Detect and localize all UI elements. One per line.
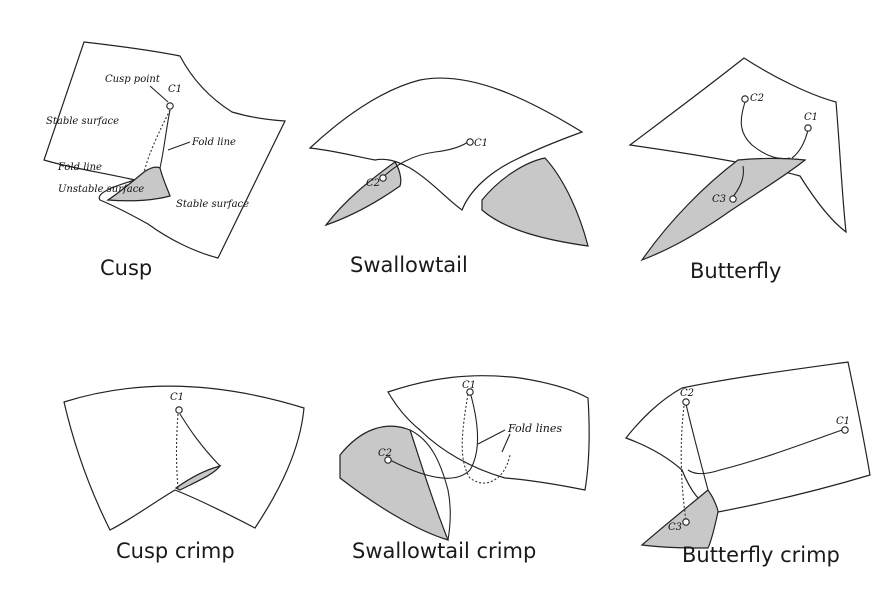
- butterfly-crimp-c3-point: [682, 518, 690, 526]
- swallowtail-crimp-leader-1: [477, 429, 506, 445]
- butterfly-crimp-surface: [625, 361, 871, 513]
- butterfly-crimp-label-c2: C2: [680, 388, 694, 399]
- butterfly-c2-curve: [740, 101, 791, 160]
- swallowtail-crimp-caption: Swallowtail crimp: [352, 539, 536, 563]
- cusp-diagram: Cusp point C1 Stable surface Fold line F…: [43, 41, 286, 280]
- butterfly-crimp-caption: Butterfly crimp: [682, 543, 840, 567]
- butterfly-c2-point: [741, 95, 749, 103]
- swallowtail-crimp-front-edge: [409, 429, 451, 541]
- cusp-leader-fold: [167, 141, 191, 151]
- swallowtail-c1-point: [466, 138, 474, 146]
- swallowtail-surface: [308, 77, 584, 211]
- butterfly-caption: Butterfly: [690, 259, 781, 283]
- swallowtail-crimp-c2-point: [384, 456, 392, 464]
- swallowtail-label-c1: C1: [474, 138, 488, 149]
- butterfly-crimp-label-c3: C3: [668, 522, 682, 533]
- butterfly-label-c1: C1: [804, 112, 818, 123]
- cusp-label-fold-right: Fold line: [191, 137, 236, 148]
- butterfly-c1-curve: [791, 129, 809, 159]
- cusp-fold-line-dashed: [143, 109, 171, 173]
- butterfly-label-c3: C3: [712, 194, 726, 205]
- butterfly-crimp-c1-curve: [687, 429, 843, 475]
- cusp-leader-cusp-point: [149, 85, 169, 103]
- swallowtail-crimp-leader-2: [501, 433, 511, 453]
- butterfly-crimp-fold-shade: [640, 489, 719, 549]
- butterfly-fold-region: [640, 157, 807, 262]
- cusp-surface: [43, 41, 286, 259]
- swallowtail-crimp-fold-curve: [389, 391, 479, 479]
- cusp-label-fold-left: Fold line: [57, 162, 102, 173]
- swallowtail-crimp-label-c2: C2: [378, 448, 392, 459]
- swallowtail-crimp-diagram: C1 C2 Fold lines Swallowtail crimp: [339, 375, 590, 563]
- swallowtail-c2-point: [379, 174, 387, 182]
- cusp-crimp-label-c1: C1: [170, 392, 184, 403]
- cusp-crimp-surface: [63, 385, 305, 531]
- cusp-crimp-fold: [174, 464, 222, 491]
- cusp-caption: Cusp: [100, 256, 152, 280]
- butterfly-crimp-c2-curve: [685, 403, 709, 491]
- swallowtail-caption: Swallowtail: [350, 253, 468, 277]
- butterfly-diagram: C1 C2 C3 Butterfly: [628, 57, 847, 283]
- cusp-label-cusp-point: Cusp point: [105, 74, 161, 85]
- swallowtail-diagram: C1 C2 Swallowtail: [308, 77, 589, 277]
- swallowtail-right-fold: [481, 157, 589, 247]
- butterfly-crimp-c1-point: [841, 426, 849, 434]
- cusp-label-stable-bottom: Stable surface: [176, 199, 249, 210]
- butterfly-c1-point: [804, 124, 812, 132]
- cusp-crimp-fold-line: [179, 413, 221, 467]
- cusp-label-c1: C1: [168, 84, 182, 95]
- cusp-crimp-c1-point: [175, 406, 183, 414]
- cusp-label-unstable: Unstable surface: [58, 184, 144, 195]
- swallowtail-crimp-fold-shade: [339, 425, 450, 541]
- swallowtail-crimp-back-surface: [387, 375, 590, 491]
- butterfly-label-c2: C2: [750, 93, 764, 104]
- butterfly-crimp-label-c1: C1: [836, 416, 850, 427]
- butterfly-c3-point: [729, 195, 737, 203]
- cusp-crimp-caption: Cusp crimp: [116, 539, 235, 563]
- butterfly-crimp-c2-point: [682, 398, 690, 406]
- butterfly-crimp-dashed: [680, 405, 687, 521]
- swallowtail-crimp-label-fold-lines: Fold lines: [507, 422, 562, 435]
- swallowtail-crimp-c1-point: [466, 388, 474, 396]
- cusp-crimp-diagram: C1 Cusp crimp: [63, 385, 305, 563]
- swallowtail-crimp-label-c1: C1: [462, 380, 476, 391]
- swallowtail-label-c2: C2: [366, 178, 380, 189]
- cusp-fold-line-right: [159, 109, 171, 169]
- cusp-label-stable-top: Stable surface: [46, 116, 119, 127]
- cusp-c1-point: [166, 102, 174, 110]
- swallowtail-curve: [379, 141, 469, 181]
- butterfly-crimp-diagram: C1 C2 C3 Butterfly crimp: [625, 361, 871, 567]
- swallowtail-crimp-dashed: [461, 393, 511, 484]
